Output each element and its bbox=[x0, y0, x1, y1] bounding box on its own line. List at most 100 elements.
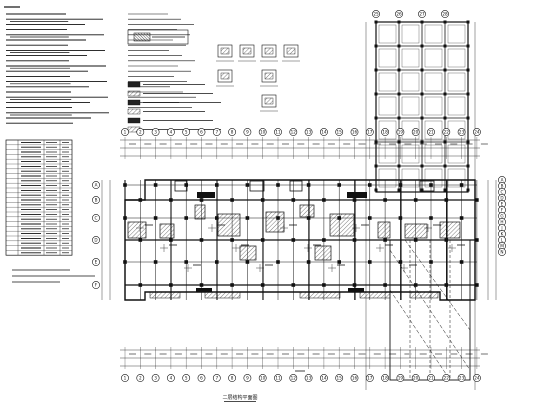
axis-bubble-label: 27 bbox=[419, 12, 425, 17]
annex-column bbox=[443, 20, 447, 24]
axis-bubble-label: 19 bbox=[398, 130, 404, 135]
axis-bubble-circle bbox=[472, 374, 481, 382]
axis-bubble-circle bbox=[289, 374, 298, 382]
structural-column bbox=[383, 283, 387, 287]
structural-column bbox=[184, 216, 188, 220]
shaft-wall bbox=[197, 192, 215, 198]
shaft-wall bbox=[348, 288, 364, 292]
axis-bubble-circle bbox=[381, 128, 389, 136]
main-outline bbox=[124, 179, 476, 301]
axis-bubble-label: 11 bbox=[275, 130, 281, 135]
annex-slab-panel bbox=[378, 72, 397, 92]
structural-column bbox=[230, 198, 234, 202]
axis-bubble-label: F bbox=[501, 208, 504, 213]
section-hatch bbox=[220, 72, 230, 80]
section-detail bbox=[217, 44, 233, 58]
axis-bubble: F bbox=[498, 206, 506, 214]
axis-bubble-label: 16 bbox=[352, 130, 358, 135]
structural-column bbox=[153, 216, 158, 220]
axis-bubble-label: 5 bbox=[185, 376, 188, 381]
opening-box bbox=[174, 180, 188, 192]
axis-bubble: 19 bbox=[396, 128, 405, 136]
annex-column bbox=[466, 140, 470, 144]
section-detail bbox=[217, 69, 233, 83]
axis-bubble-label: 4 bbox=[170, 376, 173, 381]
structural-column bbox=[475, 238, 479, 242]
structural-column bbox=[398, 260, 403, 264]
structural-column bbox=[383, 198, 387, 202]
axis-bubble-label: 4 bbox=[170, 130, 173, 135]
structural-column bbox=[368, 183, 372, 187]
axis-bubble: 6 bbox=[197, 374, 206, 382]
structural-column bbox=[352, 283, 357, 287]
axis-bubble-circle bbox=[182, 374, 191, 382]
axis-bubble-label: 25 bbox=[373, 12, 379, 17]
axis-bubble: A bbox=[92, 181, 100, 189]
axis-bubble-circle bbox=[212, 128, 221, 136]
legend-swatch bbox=[133, 32, 151, 42]
structural-column bbox=[276, 183, 280, 187]
axis-bubble-label: E bbox=[95, 260, 98, 265]
annex-slab-panel bbox=[447, 168, 466, 188]
core-hatched-panel bbox=[265, 211, 285, 233]
annex-slab-panel bbox=[378, 120, 397, 140]
annex-column bbox=[420, 92, 424, 96]
structural-column bbox=[184, 260, 188, 264]
structural-column bbox=[413, 198, 418, 202]
axis-bubble-circle bbox=[319, 128, 328, 136]
structural-column bbox=[230, 238, 234, 242]
annex-slab-panel bbox=[424, 168, 443, 188]
axis-bubble-circle bbox=[121, 374, 129, 382]
axis-bubble-label: 6 bbox=[200, 130, 203, 135]
annex-column bbox=[397, 116, 401, 120]
axis-bubble-circle bbox=[372, 10, 380, 18]
axis-bubble-label: L bbox=[501, 238, 504, 243]
legend-key bbox=[127, 108, 141, 115]
axis-bubble: 18 bbox=[381, 128, 389, 136]
annex-slab-panel bbox=[378, 144, 397, 164]
axis-bubble-label: 9 bbox=[246, 376, 249, 381]
axis-bubble-circle bbox=[243, 374, 252, 382]
axis-bubble-label: 13 bbox=[306, 376, 312, 381]
annex-slab-panel bbox=[447, 48, 466, 68]
axis-bubble-circle bbox=[92, 196, 100, 204]
annex-slab-panel bbox=[424, 24, 443, 44]
annex-column bbox=[466, 116, 470, 120]
axis-bubble: 5 bbox=[182, 374, 191, 382]
annex-slab-panel bbox=[401, 168, 420, 188]
axis-bubble-circle bbox=[365, 128, 374, 136]
axis-bubble: 10 bbox=[258, 374, 267, 382]
structural-column bbox=[306, 260, 311, 264]
axis-bubble-label: 15 bbox=[337, 130, 343, 135]
axis-bubble-label: K bbox=[501, 232, 504, 237]
main-building-plan bbox=[123, 179, 479, 301]
axis-bubble-label: 23 bbox=[459, 130, 465, 135]
axis-bubble: 10 bbox=[258, 128, 267, 136]
axis-bubble-circle bbox=[304, 128, 313, 136]
balcony-strip bbox=[149, 291, 181, 299]
axis-bubble-label: 12 bbox=[291, 376, 297, 381]
axis-bubble-label: 17 bbox=[367, 130, 373, 135]
axis-bubble-label: E bbox=[501, 202, 504, 207]
section-detail bbox=[239, 44, 255, 58]
axis-bubble-label: 18 bbox=[382, 130, 388, 135]
structural-column bbox=[337, 183, 341, 187]
axis-bubble-circle bbox=[335, 374, 344, 382]
annex-column bbox=[466, 188, 470, 192]
axis-bubble-label: G bbox=[500, 214, 503, 219]
structural-column bbox=[413, 238, 418, 242]
axis-bubble-circle bbox=[411, 374, 420, 382]
balcony-strip bbox=[204, 291, 241, 299]
axis-bubble: 17 bbox=[365, 374, 374, 382]
axis-bubble: 13 bbox=[304, 374, 313, 382]
structural-column bbox=[199, 238, 204, 242]
structural-column bbox=[429, 216, 433, 220]
axis-bubble-label: B bbox=[501, 184, 504, 189]
axis-bubble-circle bbox=[457, 374, 466, 382]
axis-bubble-circle bbox=[228, 374, 236, 382]
annex-column bbox=[466, 92, 470, 96]
axis-bubble-circle bbox=[197, 128, 206, 136]
structural-column bbox=[260, 283, 265, 287]
axis-bubble: 17 bbox=[365, 128, 374, 136]
axis-bubble-circle bbox=[396, 128, 405, 136]
